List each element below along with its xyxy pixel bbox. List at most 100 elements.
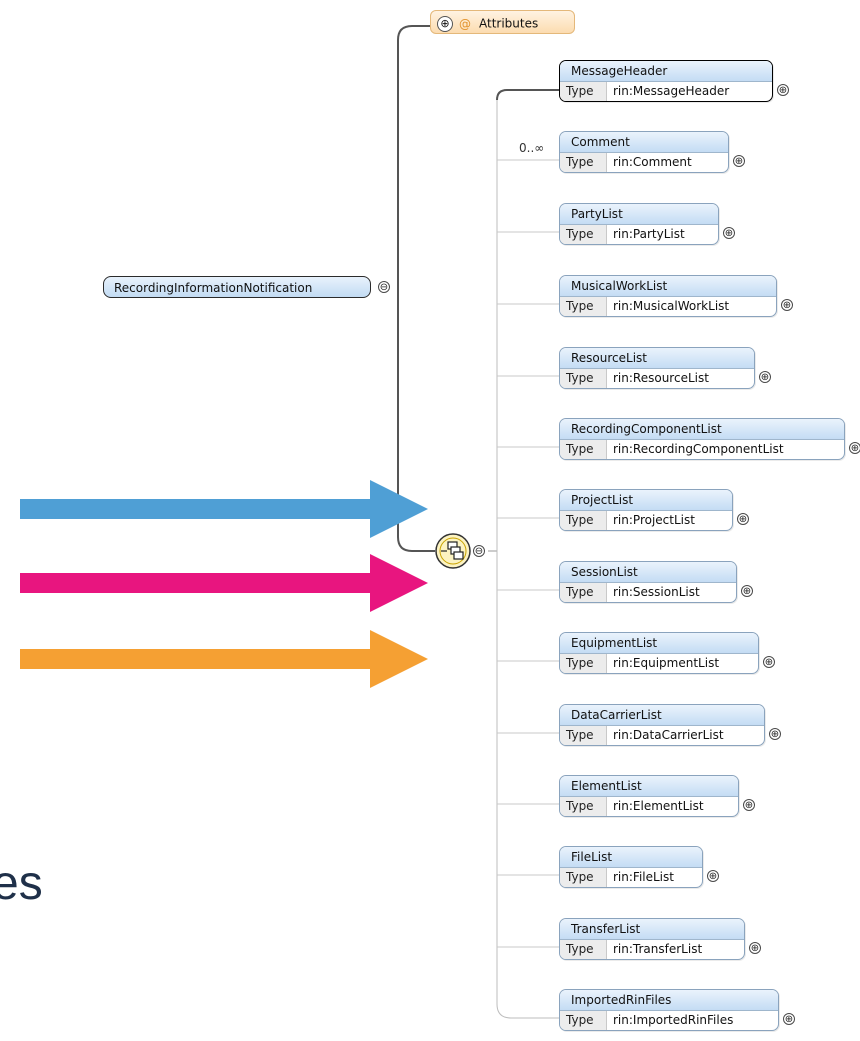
expand-icon[interactable]: ⊕ (777, 84, 789, 96)
element-name: DataCarrierList (560, 705, 764, 726)
element-name: MessageHeader (560, 61, 772, 82)
type-value: rin:EquipmentList (613, 656, 720, 670)
type-value: rin:Comment (613, 155, 692, 169)
element-name: RecordingComponentList (560, 419, 844, 440)
pink-arrow (20, 554, 428, 612)
root-to-sequence-line (397, 286, 435, 552)
partial-heading-text: es (0, 857, 43, 910)
element-type-row: Type rin:ImportedRinFiles (560, 1011, 778, 1030)
expand-icon[interactable]: ⊕ (783, 1013, 795, 1025)
expand-icon[interactable]: ⊕ (759, 371, 771, 383)
type-value: rin:PartyList (613, 227, 685, 241)
element-type-row: Type rin:ProjectList (560, 511, 732, 530)
type-label: Type (560, 82, 607, 101)
element-name: PartyList (560, 204, 718, 225)
type-label: Type (560, 868, 607, 887)
expand-icon[interactable]: ⊕ (741, 585, 753, 597)
type-label: Type (560, 511, 607, 530)
type-value: rin:DataCarrierList (613, 728, 724, 742)
element-name: MusicalWorkList (560, 276, 776, 297)
sequence-compositor-icon[interactable] (435, 533, 471, 569)
attribute-at-icon: @ (459, 16, 471, 31)
expand-icon[interactable]: ⊕ (763, 656, 775, 668)
type-label: Type (560, 297, 607, 316)
type-label: Type (560, 726, 607, 745)
type-value: rin:TransferList (613, 942, 703, 956)
element-type-row: Type rin:FileList (560, 868, 702, 887)
root-collapse-icon[interactable]: ⊖ (378, 281, 390, 293)
element-type-row: Type rin:EquipmentList (560, 654, 758, 673)
expand-icon[interactable]: ⊕ (743, 799, 755, 811)
element-type-row: Type rin:ResourceList (560, 369, 754, 388)
expand-icon[interactable]: ⊕ (769, 728, 781, 740)
element-type-row: Type rin:PartyList (560, 225, 718, 244)
orange-arrow (20, 630, 428, 688)
type-value: rin:FileList (613, 870, 674, 884)
element-name: ImportedRinFiles (560, 990, 778, 1011)
element-name: FileList (560, 847, 702, 868)
type-value: rin:MusicalWorkList (613, 299, 730, 313)
branch-lines (496, 159, 559, 1019)
type-label: Type (560, 797, 607, 816)
attributes-expand-icon[interactable]: ⊕ (437, 15, 453, 32)
type-label: Type (560, 654, 607, 673)
type-label: Type (560, 1011, 607, 1030)
element-name: ElementList (560, 776, 738, 797)
expand-icon[interactable]: ⊕ (849, 442, 860, 454)
type-value: rin:ResourceList (613, 371, 709, 385)
type-value: rin:RecordingComponentList (613, 442, 784, 456)
expand-icon[interactable]: ⊕ (737, 513, 749, 525)
sequence-collapse-icon[interactable]: ⊖ (473, 545, 485, 557)
type-label: Type (560, 153, 607, 172)
type-value: rin:ImportedRinFiles (613, 1013, 734, 1027)
type-label: Type (560, 940, 607, 959)
cardinality-label: 0..∞ (519, 141, 545, 155)
expand-icon[interactable]: ⊕ (749, 942, 761, 954)
element-type-row: Type rin:MessageHeader (560, 82, 772, 101)
element-name: SessionList (560, 562, 736, 583)
element-type-row: Type rin:DataCarrierList (560, 726, 764, 745)
element-type-row: Type rin:SessionList (560, 583, 736, 602)
root-trunk-line (397, 25, 430, 286)
root-element-name: RecordingInformationNotification (114, 281, 313, 295)
type-label: Type (560, 369, 607, 388)
element-name: Comment (560, 132, 728, 153)
element-name: ProjectList (560, 490, 732, 511)
type-value: rin:MessageHeader (613, 84, 730, 98)
type-value: rin:SessionList (613, 585, 700, 599)
element-type-row: Type rin:MusicalWorkList (560, 297, 776, 316)
root-element-node[interactable]: RecordingInformationNotification (103, 276, 371, 298)
element-type-row: Type rin:RecordingComponentList (560, 440, 844, 459)
element-name: ResourceList (560, 348, 754, 369)
branch-line (496, 1003, 559, 1019)
type-label: Type (560, 583, 607, 602)
expand-icon[interactable]: ⊕ (733, 155, 745, 167)
type-value: rin:ProjectList (613, 513, 695, 527)
expand-icon[interactable]: ⊕ (781, 299, 793, 311)
element-type-row: Type rin:Comment (560, 153, 728, 172)
element-name: EquipmentList (560, 633, 758, 654)
expand-icon[interactable]: ⊕ (723, 227, 735, 239)
type-label: Type (560, 440, 607, 459)
element-type-row: Type rin:TransferList (560, 940, 744, 959)
type-label: Type (560, 225, 607, 244)
attributes-node[interactable]: ⊕@Attributes (430, 10, 575, 34)
expand-icon[interactable]: ⊕ (707, 870, 719, 882)
